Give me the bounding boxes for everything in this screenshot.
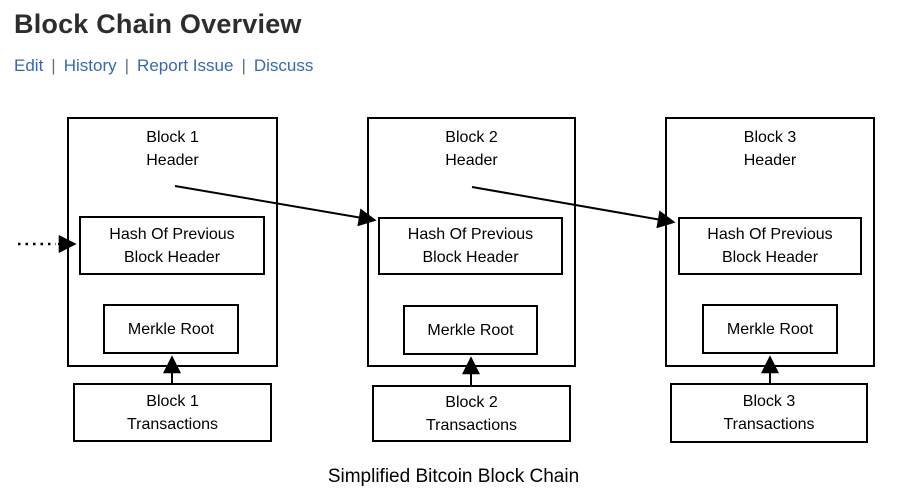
block-1-transactions-box: Block 1 Transactions [73,383,272,442]
diagram-caption: Simplified Bitcoin Block Chain [327,466,580,487]
link-separator: | [241,56,246,75]
block-3-transactions-box: Block 3 Transactions [670,383,868,443]
block-1-header-label: Block 1 Header [146,129,199,169]
block-2-hash-box: Hash Of Previous Block Header [378,217,563,275]
block-1-merkle-root-box: Merkle Root [103,304,239,354]
block-3-hash-box: Hash Of Previous Block Header [678,217,862,275]
page-title: Block Chain Overview [14,9,302,39]
block-1-hash-box: Hash Of Previous Block Header [79,216,265,275]
link-separator: | [51,56,56,75]
edit-link[interactable]: Edit [14,56,44,75]
discuss-link[interactable]: Discuss [253,56,314,75]
block-2-header-label: Block 2 Header [445,129,498,169]
link-separator: | [124,56,130,75]
block-2-merkle-root-box: Merkle Root [403,305,538,355]
block-3-header-label: Block 3 Header [743,129,797,169]
block-2-transactions-box: Block 2 Transactions [372,385,571,442]
history-link[interactable]: History [63,56,117,75]
action-links: Edit | History | Report Issue | Discuss [14,56,313,76]
report-issue-link[interactable]: Report Issue [137,56,234,75]
block-3-merkle-root-box: Merkle Root [702,304,838,354]
